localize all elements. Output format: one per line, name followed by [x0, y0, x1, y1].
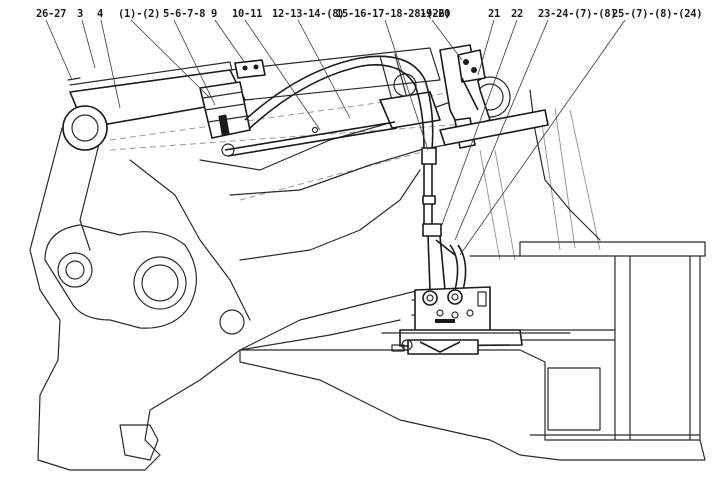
lift-arm-frame — [29, 89, 706, 471]
callout-25-7-8-24: 25-(7)-(8)-(24) — [612, 8, 702, 20]
hydraulic-hose — [244, 55, 467, 291]
upper-bracket — [439, 44, 549, 149]
callout-15-16-17-18-28-26: 15-16-17-18-28-(26) — [336, 8, 450, 20]
callout-1-2: (1)-(2) — [118, 8, 160, 20]
callout-4: 4 — [97, 8, 103, 20]
callout-21: 21 — [488, 8, 500, 20]
callout-12-13-14-8: 12-13-14-(8) — [272, 8, 344, 20]
callout-9: 9 — [211, 8, 217, 20]
callout-3: 3 — [77, 8, 83, 20]
callout-10-11: 10-11 — [232, 8, 262, 20]
leader-lines — [45, 19, 626, 256]
callout-26-27: 26-27 — [36, 8, 66, 20]
hydraulic-cylinder — [62, 47, 441, 157]
callout-5-6-7-8: 5-6-7-8 — [163, 8, 205, 20]
control-valve — [381, 286, 571, 355]
callout-labels: 26-27 3 4 (1)-(2) 5-6-7-8 9 10-11 12-13-… — [36, 8, 703, 20]
callout-19-20: 19-20 — [420, 8, 450, 20]
callout-23-24-7-8: 23-24-(7)-(8) — [538, 8, 616, 20]
callout-22: 22 — [511, 8, 523, 20]
